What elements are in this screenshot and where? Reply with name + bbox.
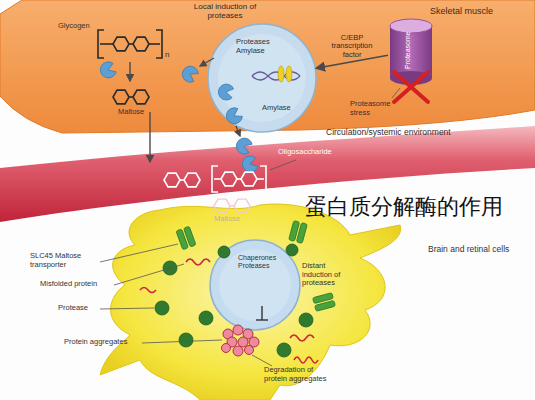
annotation-label: Glycogen [58, 22, 98, 31]
annotation-label: n [269, 185, 279, 194]
brain-nucleus-outline [219, 249, 291, 321]
brain-cell: Brain and retinal cellsChaperones Protea… [95, 195, 405, 400]
muscle-fiber-outline [0, 0, 535, 133]
node-label: Skeletal muscle [430, 6, 525, 16]
annotation-label: Amylase [262, 104, 302, 113]
annotation-label: Protein aggregates [64, 338, 144, 347]
annotation-label: SLC45 Maltose transporter [30, 252, 105, 269]
edge-label: C/EBP transcription factor [322, 34, 382, 60]
proteasome-outline [390, 19, 432, 33]
brain-nucleus: Chaperones Proteases [209, 239, 301, 331]
annotation-label: Oligosaccharide [278, 148, 348, 157]
annotation-label: Local induction of proteases [182, 2, 268, 20]
annotation-label: Proteasome stress [350, 100, 402, 117]
brain-nucleus-outline [209, 239, 301, 331]
proteasome-outline [390, 26, 432, 78]
annotation-label: Protease [58, 304, 108, 313]
muscle-nucleus-outline [218, 34, 306, 122]
faded-maltose [230, 205, 234, 206]
muscle-fiber: Skeletal muscleProteases AmylaseProteaso… [0, 0, 535, 135]
muscle-nucleus-outline [208, 24, 316, 132]
node-label: Proteases Amylase [236, 38, 278, 55]
node-label: Proteasome [404, 26, 418, 74]
proteasome-outline [390, 71, 432, 85]
node-label: Chaperones Proteases [238, 254, 282, 270]
brain-cell-outline [100, 204, 401, 400]
node-label: Circulation/systemic environment [326, 128, 506, 138]
annotation-label: Maltose [118, 108, 162, 117]
watermark: 蛋白质分解酶的作用 [305, 194, 503, 219]
node-label: Brain and retinal cells [428, 245, 528, 255]
proteasome: Proteasome [388, 16, 434, 86]
annotation-label: Degradation of protein aggregates [264, 366, 338, 383]
annotation-label: Misfolded protein [40, 280, 120, 289]
muscle-nucleus: Proteases Amylase [207, 23, 317, 133]
annotation-label: Distant induction of proteases [302, 262, 354, 288]
annotation-label: n [165, 50, 175, 59]
brain-nucleus-outline [210, 240, 300, 330]
annotation-label: Maltose [214, 215, 258, 224]
